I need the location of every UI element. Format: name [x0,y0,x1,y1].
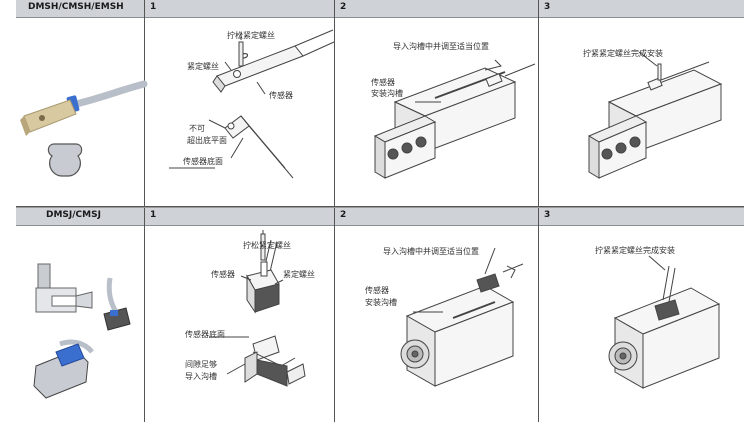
row2-step2-number: 2 [340,210,347,220]
label-groove-line2: 安装沟槽 [365,298,397,307]
label-not-exceed-2: 超出底平面 [187,136,227,145]
label-sensor-bottom: 传感器底面 [185,330,225,339]
row2-header-model: DMSJ/CMSJ [16,208,144,226]
label-tighten-complete: 拧紧紧定螺丝完成安装 [595,246,675,255]
row1-step2-cylinder-diagram [373,59,536,179]
divider [334,0,335,422]
label-gap-line2: 导入沟槽 [185,372,217,381]
divider [538,0,539,422]
divider [16,207,744,208]
row1-header-step3: 3 [539,0,744,18]
row1-step1-diagram [169,29,335,179]
row2-step1-number: 1 [150,210,157,220]
label-insert-groove: 导入沟槽中并调至适当位置 [393,42,489,51]
row2-header-step2: 2 [335,208,538,226]
row1-header-model: DMSH/CMSH/EMSH [16,0,144,18]
label-setscrew: 紧定螺丝 [187,62,219,71]
label-insert-groove: 导入沟槽中并调至适当位置 [383,247,479,256]
label-sensor: 传感器 [211,270,235,279]
label-setscrew: 紧定螺丝 [283,270,315,279]
label-sensor-bottom: 传感器底面 [183,157,223,166]
row2-header-step1: 1 [145,208,334,226]
row2-header-step3: 3 [539,208,744,226]
row1-step3: 拧紧紧定螺丝完成安装 [539,18,744,206]
label-groove-line1: 传感器 [365,286,389,295]
row2-step2-cylinder-diagram [400,247,524,387]
row1-product-photo [16,18,148,206]
row1-model-label: DMSH/CMSH/EMSH [28,2,124,12]
row1-step2-number: 2 [340,2,347,12]
divider [144,0,145,422]
label-loosen-setscrew: 拧松紧定螺丝 [227,31,275,40]
label-groove-line1: 传感器 [371,78,395,87]
row1-header-step2: 2 [335,0,538,18]
label-loosen-setscrew: 拧松紧定螺丝 [243,241,291,250]
row2-step3-number: 3 [544,210,551,220]
row2-model-label: DMSJ/CMSJ [46,210,101,220]
cylindrical-sensor-illustration [20,80,148,177]
row1-step3-number: 3 [544,2,551,12]
label-not-exceed-1: 不可 [189,124,205,133]
row1-step1: 拧松紧定螺丝 紧定螺丝 传感器 不可 超出底平面 传感器底面 [145,18,335,206]
row2-step1: 拧松紧定螺丝 传感器 紧定螺丝 传感器底面 间隙足够 导入沟槽 [145,226,334,422]
row2-step2: 导入沟槽中并调至适当位置 传感器 安装沟槽 [335,226,538,422]
row1-step2: 导入沟槽中并调至适当位置 传感器 安装沟槽 [335,18,538,206]
divider [16,206,744,207]
row1-header-step1: 1 [145,0,334,18]
installation-table: DMSH/CMSH/EMSH 1 2 3 DMSJ/CMSJ 1 2 3 [16,0,744,422]
label-groove-line2: 安装沟槽 [371,89,403,98]
label-gap-line1: 间隙足够 [185,360,217,369]
label-sensor: 传感器 [269,91,293,100]
label-tighten-complete: 拧紧紧定螺丝完成安装 [583,49,663,58]
row1-step1-number: 1 [150,2,157,12]
row1-step3-cylinder-diagram [587,51,723,179]
row2-step1-diagram [209,230,306,387]
row2-step3: 拧紧紧定螺丝完成安装 [539,226,744,422]
row2-step3-cylinder-diagram [608,255,721,389]
compact-sensor-illustration [33,263,131,399]
row2-product-photo [16,226,144,422]
